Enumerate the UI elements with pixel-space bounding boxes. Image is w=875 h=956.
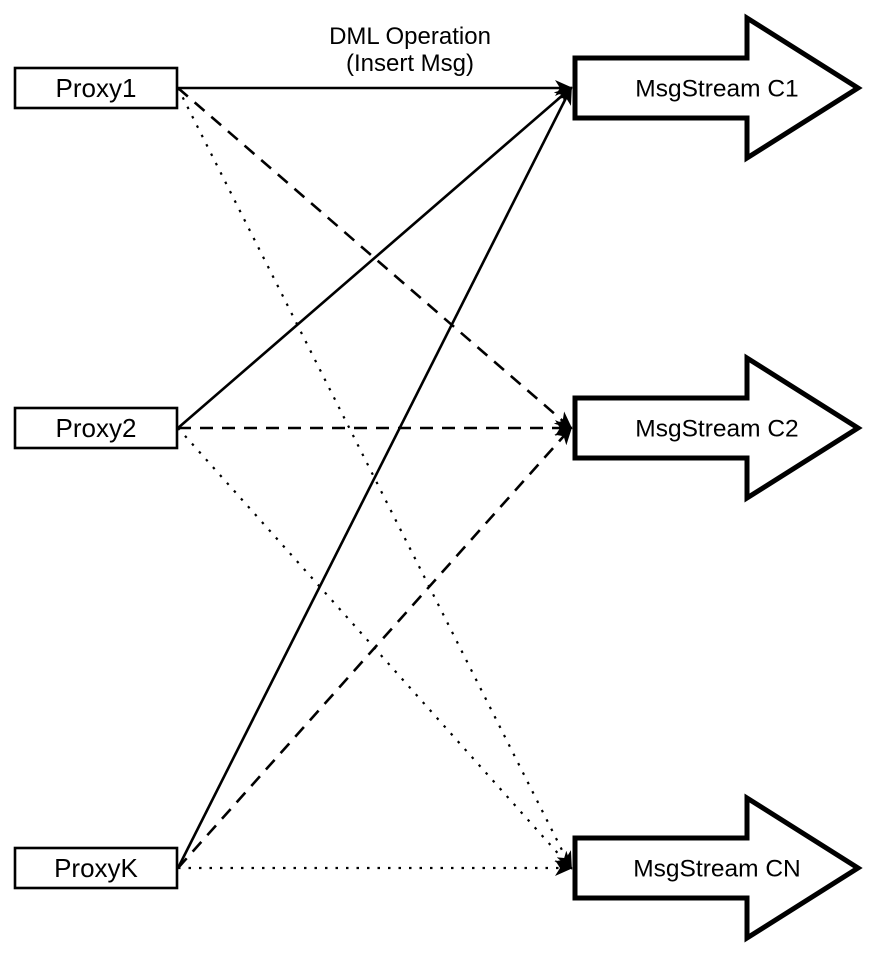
msgstream-cn-label: MsgStream CN	[633, 856, 800, 883]
msgstream-c2-label: MsgStream C2	[635, 416, 798, 443]
proxy-node-proxyk: ProxyK	[13, 846, 179, 890]
msgstream-c1-arrow-shape	[572, 13, 863, 163]
msgstream-c1-label: MsgStream C1	[635, 76, 798, 103]
proxy1-label: Proxy1	[56, 73, 137, 103]
proxy-node-proxy2: Proxy2	[13, 406, 179, 450]
proxy1-box	[13, 66, 179, 110]
msgstream-cn-arrow-shape	[572, 793, 863, 943]
edges-layer	[176, 80, 573, 876]
edge-proxy2-c1-solid	[177, 86, 573, 429]
msgstream-c2-arrow-shape	[572, 353, 863, 503]
stream-node-c1: MsgStream C1	[572, 13, 863, 163]
dml-operation-label-line1: DML Operation	[329, 23, 491, 50]
stream-node-cn: MsgStream CN	[572, 793, 863, 943]
edge-proxyk-c2-dashed	[177, 426, 573, 869]
proxyk-box	[13, 846, 179, 890]
dml-operation-label: DML Operation (Insert Msg)	[329, 23, 491, 77]
proxy2-label: Proxy2	[56, 413, 137, 443]
dml-operation-label-line2: (Insert Msg)	[346, 50, 474, 77]
stream-node-c2: MsgStream C2	[572, 353, 863, 503]
proxyk-label: ProxyK	[54, 853, 138, 883]
proxy-node-proxy1: Proxy1	[13, 66, 179, 110]
edge-proxyk-c1-solid	[176, 86, 573, 869]
proxy2-box	[13, 406, 179, 450]
